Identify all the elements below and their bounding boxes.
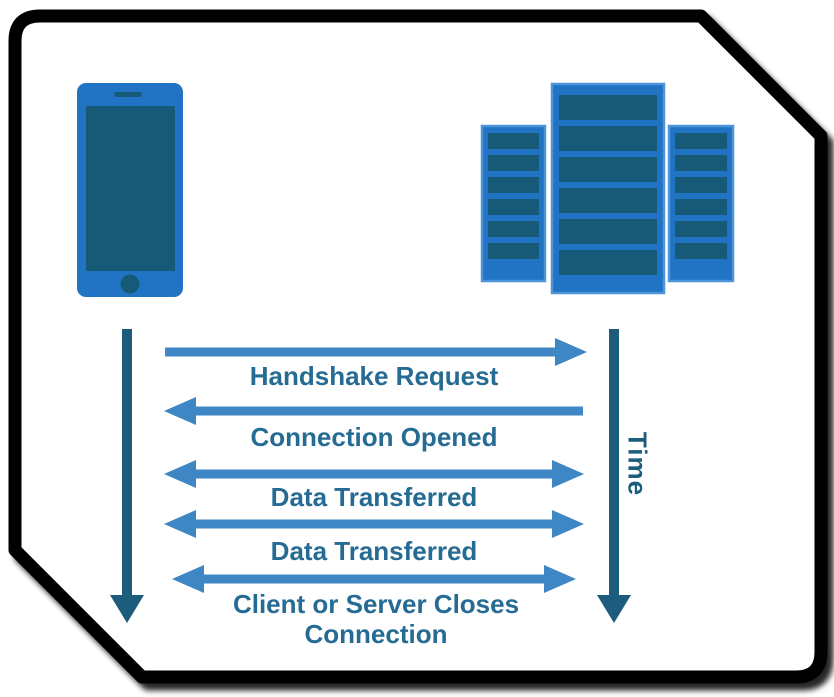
server-rack-icon	[480, 82, 735, 295]
data-transferred-arrow-1	[164, 460, 584, 488]
smartphone-icon	[77, 83, 183, 297]
server-timeline-arrow	[597, 329, 631, 623]
server-tower-right	[667, 124, 735, 283]
message-label-data-transferred-1: Data Transferred	[270, 482, 478, 512]
message-label-close-connection: Client or Server Closes Connection	[232, 589, 520, 649]
message-label-data-transferred-2: Data Transferred	[270, 536, 478, 566]
server-tower-middle	[550, 82, 666, 295]
client-timeline-arrow	[110, 329, 144, 623]
message-label-handshake-request: Handshake Request	[249, 361, 499, 391]
connection-opened-arrow	[164, 397, 583, 425]
handshake-request-arrow	[165, 338, 587, 366]
server-tower-left	[480, 124, 547, 283]
data-transferred-arrow-2	[164, 510, 584, 538]
time-axis-label: Time	[622, 431, 653, 497]
message-label-connection-opened: Connection Opened	[250, 422, 498, 452]
close-connection-arrow	[172, 565, 576, 593]
